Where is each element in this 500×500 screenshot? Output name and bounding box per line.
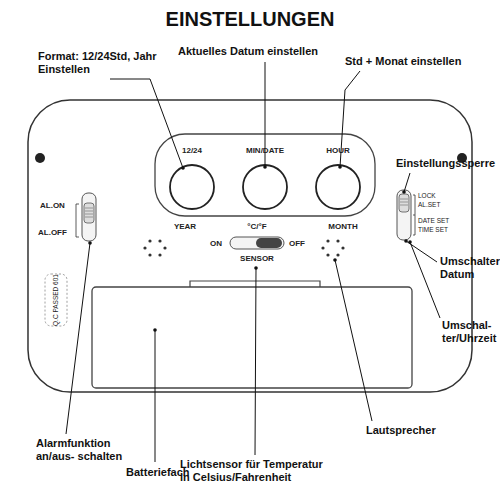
switch-label: AL.OFF <box>38 228 67 237</box>
sensor-label: SENSOR <box>240 254 274 263</box>
battery-lip <box>190 281 320 287</box>
switch-label: LOCK <box>418 192 436 199</box>
button <box>170 165 214 209</box>
switch-label: AL.ON <box>40 201 65 210</box>
switch-knob <box>256 238 282 248</box>
callout-text: Std + Monat einstellen <box>345 55 461 68</box>
switch-knob <box>84 203 94 223</box>
callout-text: Format: 12/24Std, Jahr Einstellen <box>38 50 163 75</box>
button-label: MIN/DATE <box>246 146 284 155</box>
switch-label: TIME SET <box>418 226 448 233</box>
button <box>316 165 360 209</box>
leader-dots <box>88 165 412 332</box>
switch-label: °C/°F <box>247 222 266 231</box>
callout-text: Lichtsensor für Temperatur in Celsius/Fa… <box>180 458 330 483</box>
callout-text: Umschalter Datum <box>440 255 496 280</box>
button-panel <box>155 134 375 216</box>
button-label: MONTH <box>328 222 357 231</box>
mount-hole <box>35 153 45 163</box>
switch-label: DATE SET <box>418 217 449 224</box>
callout-text: Aktuelles Datum einstellen <box>178 45 318 58</box>
switch-label: OFF <box>289 239 305 248</box>
callout-text: Einstellungssperre <box>396 157 495 170</box>
knob-ridges <box>400 199 408 205</box>
diagram-title: EINSTELLUNGEN <box>166 8 335 31</box>
switch-label: ON <box>210 239 222 248</box>
callout-text: Lautsprecher <box>366 424 436 437</box>
switch-knob <box>399 194 409 212</box>
button-label: HOUR <box>326 146 350 155</box>
clock-body <box>28 100 472 392</box>
button <box>243 165 287 209</box>
switch-label: AL.SET <box>418 201 440 208</box>
qc-stamp-text: Q.C PASSED 601 <box>52 274 59 326</box>
bracket <box>76 204 79 237</box>
leader-lines <box>66 62 440 462</box>
button-label: YEAR <box>174 222 196 231</box>
knob-ridges <box>85 208 93 217</box>
qc-stamp <box>45 274 67 326</box>
sensor-switch <box>230 237 284 249</box>
button-label: 12/24 <box>182 146 202 155</box>
bracket <box>413 195 415 235</box>
callout-text: Umschal- ter/Uhrzeit <box>442 319 496 344</box>
mode-switch <box>397 190 411 240</box>
callout-text: Alarmfunktion an/aus- schalten <box>36 437 124 462</box>
battery-cover <box>92 287 412 388</box>
alarm-switch <box>82 193 96 241</box>
